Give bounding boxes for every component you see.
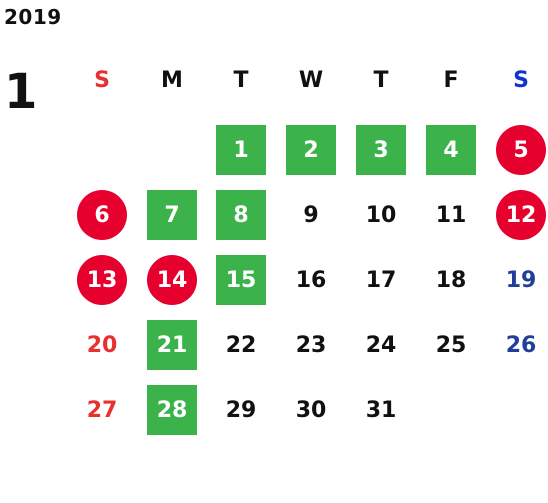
day-cell[interactable]: 27 bbox=[86, 397, 118, 423]
day-cell[interactable]: 5 bbox=[496, 125, 546, 175]
day-cell[interactable]: 14 bbox=[147, 255, 197, 305]
weekday-sun: S bbox=[94, 68, 110, 93]
day-cell[interactable]: 19 bbox=[505, 267, 537, 293]
month-number: 1 bbox=[4, 64, 38, 120]
day-cell[interactable]: 23 bbox=[295, 332, 327, 358]
day-cell[interactable]: 8 bbox=[216, 190, 266, 240]
day-cell[interactable]: 3 bbox=[356, 125, 406, 175]
weekday-sat: S bbox=[513, 68, 529, 93]
day-cell[interactable]: 21 bbox=[147, 320, 197, 370]
day-cell[interactable]: 15 bbox=[216, 255, 266, 305]
day-cell[interactable]: 17 bbox=[365, 267, 397, 293]
day-cell[interactable]: 24 bbox=[365, 332, 397, 358]
day-cell[interactable]: 11 bbox=[435, 202, 467, 228]
day-cell[interactable]: 30 bbox=[295, 397, 327, 423]
day-cell[interactable]: 29 bbox=[225, 397, 257, 423]
weekday-tue: T bbox=[233, 68, 249, 93]
day-cell[interactable]: 16 bbox=[295, 267, 327, 293]
day-cell[interactable]: 10 bbox=[365, 202, 397, 228]
day-cell[interactable]: 6 bbox=[77, 190, 127, 240]
day-cell[interactable]: 20 bbox=[86, 332, 118, 358]
year-label: 2019 bbox=[4, 5, 62, 29]
weekday-wed: W bbox=[298, 68, 324, 93]
day-cell[interactable]: 31 bbox=[365, 397, 397, 423]
day-cell[interactable]: 9 bbox=[303, 202, 319, 228]
weekday-thu: T bbox=[373, 68, 389, 93]
day-cell[interactable]: 2 bbox=[286, 125, 336, 175]
weekday-fri: F bbox=[443, 68, 459, 93]
day-cell[interactable]: 26 bbox=[505, 332, 537, 358]
day-cell[interactable]: 1 bbox=[216, 125, 266, 175]
weekday-mon: M bbox=[161, 68, 183, 93]
day-cell[interactable]: 7 bbox=[147, 190, 197, 240]
day-cell[interactable]: 18 bbox=[435, 267, 467, 293]
day-cell[interactable]: 4 bbox=[426, 125, 476, 175]
day-cell[interactable]: 12 bbox=[496, 190, 546, 240]
day-cell[interactable]: 22 bbox=[225, 332, 257, 358]
day-cell[interactable]: 25 bbox=[435, 332, 467, 358]
day-cell[interactable]: 28 bbox=[147, 385, 197, 435]
day-cell[interactable]: 13 bbox=[77, 255, 127, 305]
